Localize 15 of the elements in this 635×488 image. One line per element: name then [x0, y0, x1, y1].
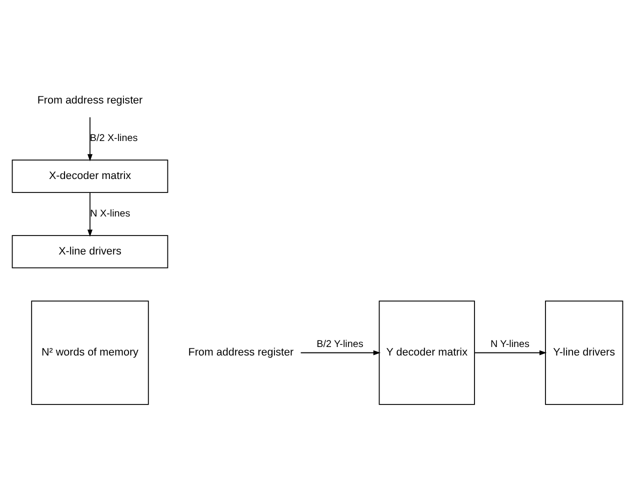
- arrow: [300, 350, 381, 355]
- node-box: X-line drivers: [12, 234, 168, 268]
- node-box: X-decoder matrix: [12, 159, 168, 192]
- node-box: Y-line drivers: [545, 300, 624, 404]
- node-text: From address register: [37, 94, 143, 106]
- edge-label: B/2 Y-lines: [316, 338, 364, 350]
- arrow: [87, 116, 93, 161]
- edge-label: N X-lines: [90, 208, 130, 219]
- arrow: [474, 350, 547, 355]
- edge-label: B/2 X-lines: [90, 132, 138, 144]
- edge-label: N Y-lines: [490, 338, 530, 350]
- node-box: Y decoder matrix: [378, 300, 475, 404]
- arrow: [87, 192, 93, 236]
- node-text: From address register: [188, 346, 294, 358]
- node-box: N² words of memory: [31, 300, 149, 404]
